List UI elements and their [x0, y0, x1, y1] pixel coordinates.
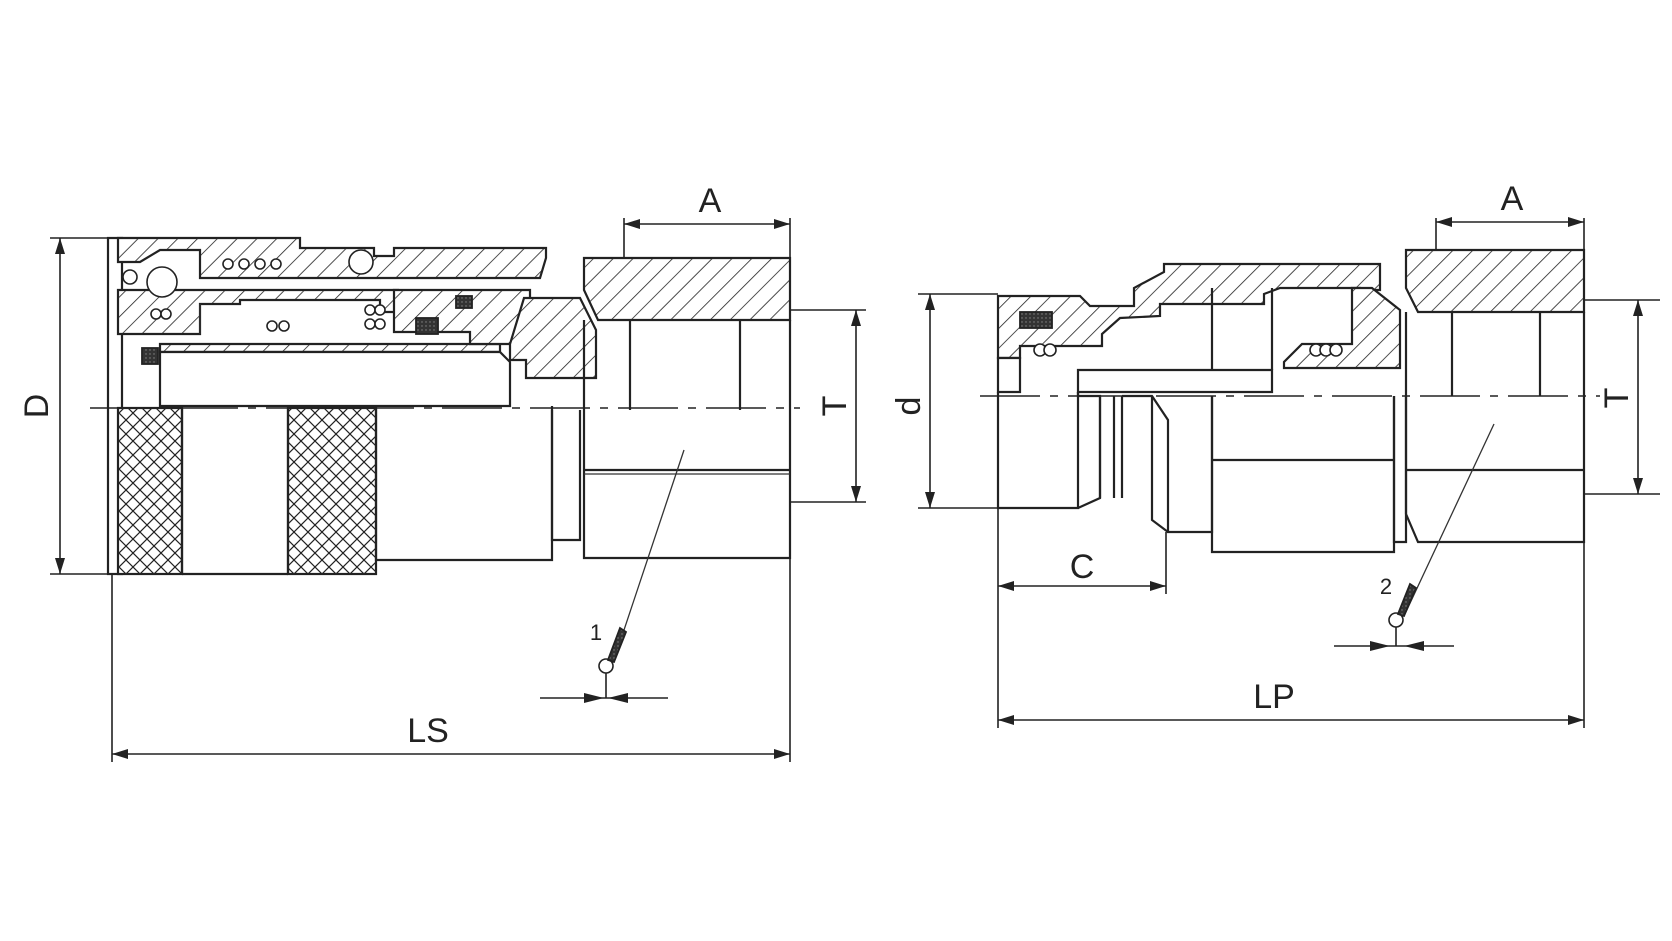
plug-body-section	[996, 248, 1586, 394]
dim-a-right-label: A	[1501, 180, 1524, 218]
dim-c-label: C	[1070, 548, 1095, 586]
dim-a-left-label: A	[699, 182, 722, 220]
callout-2-label: 2	[1380, 574, 1392, 599]
dim-lp-label: LP	[1253, 678, 1295, 716]
dim-d-upper: D	[18, 237, 118, 575]
dim-d-lower: d	[890, 293, 998, 509]
dim-t-right-label: T	[1598, 388, 1636, 409]
dim-t-right: T	[1584, 299, 1660, 495]
dim-a-left: A	[623, 182, 791, 258]
plug-seals	[1019, 311, 1343, 357]
dim-a-right: A	[1435, 180, 1585, 250]
callout-1-label: 1	[590, 620, 602, 645]
spring-coils	[150, 258, 386, 332]
dim-t-left-label: T	[816, 396, 854, 417]
plug-view: A d T C	[890, 180, 1660, 728]
dim-lp: LP	[997, 542, 1585, 728]
plug-outer-profile	[996, 288, 1586, 554]
dim-d-lower-label: d	[890, 397, 928, 416]
dim-t-left: T	[790, 309, 866, 503]
locking-balls	[122, 249, 374, 298]
socket-outer-profile	[374, 320, 792, 562]
o-ring-seals	[141, 295, 473, 365]
socket-view: A D T LS	[18, 182, 866, 762]
dim-d-label: D	[18, 394, 56, 419]
callout-1: 1	[540, 449, 685, 703]
dim-ls: LS	[111, 558, 791, 762]
knurled-sleeve	[106, 236, 378, 576]
dim-ls-label: LS	[407, 712, 449, 750]
callout-2: 2	[1334, 423, 1495, 651]
dim-c: C	[997, 508, 1167, 594]
socket-body-section	[116, 236, 792, 408]
